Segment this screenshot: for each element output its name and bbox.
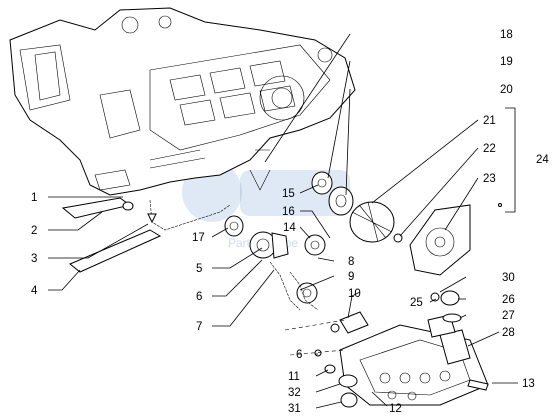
callout-12: 12 <box>389 403 402 415</box>
hardware-parts <box>122 201 502 408</box>
callout-17: 17 <box>192 232 205 244</box>
callout-8: 8 <box>348 256 354 268</box>
discs <box>311 171 395 243</box>
callout-9: 9 <box>348 271 354 283</box>
callout-26: 26 <box>502 294 515 306</box>
callout-24: 24 <box>536 154 549 166</box>
cover-plate <box>409 204 471 276</box>
callout-6b: 6 <box>296 349 302 361</box>
callout-19: 19 <box>500 56 513 68</box>
callout-32: 32 <box>288 387 301 399</box>
callout-6a: 6 <box>196 291 202 303</box>
callout-22: 22 <box>483 143 496 155</box>
engine-crankcase <box>9 7 356 196</box>
callout-23: 23 <box>483 173 496 185</box>
oil-pump-cover <box>339 314 489 406</box>
leader-lines <box>48 33 518 409</box>
callout-18: 18 <box>500 29 513 41</box>
callout-14: 14 <box>283 222 296 234</box>
callout-30: 30 <box>502 272 515 284</box>
gears <box>224 215 326 304</box>
alignment-lines <box>284 319 346 356</box>
callout-labels: 1 2 3 4 5 6 7 6 8 9 10 11 12 13 14 15 16… <box>31 29 549 415</box>
callout-7: 7 <box>196 321 202 333</box>
callout-3: 4 <box>31 285 38 297</box>
callout-1: 1 <box>31 192 37 204</box>
callout-16: 16 <box>282 206 295 218</box>
callout-10: 10 <box>348 288 361 300</box>
callout-15: 15 <box>282 188 295 200</box>
callout-21: 21 <box>483 115 496 127</box>
callout-20: 20 <box>500 84 513 96</box>
callout-28: 28 <box>502 327 515 339</box>
callout-5: 5 <box>196 263 202 275</box>
callout-13: 13 <box>522 378 535 390</box>
callout-27: 27 <box>502 310 515 322</box>
callout-11: 11 <box>288 371 300 383</box>
callout-4: 3 <box>31 253 37 265</box>
chain-guides <box>61 197 162 273</box>
callout-2: 2 <box>31 225 37 237</box>
callout-31: 31 <box>288 403 301 415</box>
callout-25: 25 <box>410 297 423 309</box>
